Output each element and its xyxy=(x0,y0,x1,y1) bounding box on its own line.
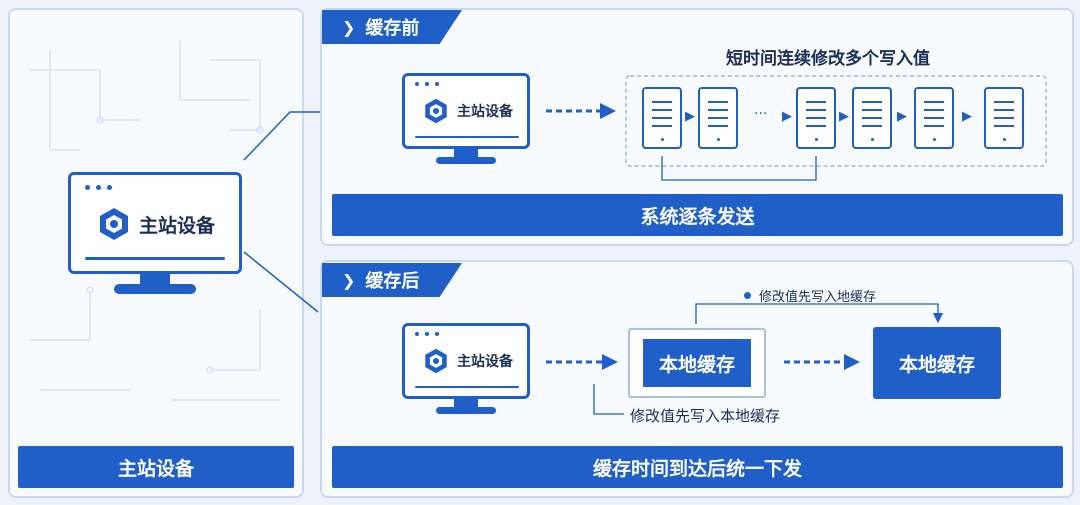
document-icon xyxy=(984,87,1024,149)
window-dots xyxy=(415,82,439,86)
screen-line xyxy=(415,136,519,138)
monitor-label: 主站设备 xyxy=(423,98,513,124)
monitor-screen: 主站设备 xyxy=(68,172,242,274)
screen-line xyxy=(85,257,225,260)
arrow-right-icon: ▶ xyxy=(897,109,907,124)
arrow-right-icon: ▶ xyxy=(782,109,792,124)
ellipsis: ··· xyxy=(754,106,768,122)
after-footer-bar: 缓存时间到达后统一下发 xyxy=(332,446,1063,488)
before-cache-tab: ❯ 缓存前 xyxy=(322,10,462,44)
monitor-neck xyxy=(140,274,170,284)
chevron-right-icon: ❯ xyxy=(342,270,356,290)
monitor-label: 主站设备 xyxy=(97,207,215,241)
left-footer-bar: 主站设备 xyxy=(18,446,294,488)
document-icon xyxy=(852,87,892,149)
top-note-text: 修改值先写入地缓存 xyxy=(759,290,877,305)
monitor-neck xyxy=(454,149,478,157)
local-cache-box-target: 本地缓存 xyxy=(873,327,1001,399)
after-cache-tab: ❯ 缓存后 xyxy=(322,263,462,297)
before-footer-bar: 系统逐条发送 xyxy=(332,194,1063,236)
screen-line xyxy=(415,386,519,388)
document-icon xyxy=(642,87,682,149)
hexagon-logo-icon xyxy=(425,98,447,124)
monitor-base xyxy=(436,407,496,414)
top-note: 修改值先写入地缓存 xyxy=(744,286,876,305)
bottom-note: 修改值先写入本地缓存 xyxy=(630,407,781,425)
window-dots xyxy=(415,332,439,336)
arrow-right-icon: ▶ xyxy=(685,109,695,124)
chevron-right-icon: ❯ xyxy=(342,17,356,37)
monitor-base xyxy=(114,284,196,294)
bullet-dot-icon xyxy=(744,292,751,299)
arrow-right-icon: ▶ xyxy=(839,109,849,124)
document-icon xyxy=(914,87,954,149)
monitor-base xyxy=(436,157,496,164)
monitor-label: 主站设备 xyxy=(423,348,513,374)
arrow-right-icon: ▶ xyxy=(962,109,972,124)
document-icon xyxy=(796,87,836,149)
before-caption: 短时间连续修改多个写入值 xyxy=(726,49,930,69)
local-cache-box: 本地缓存 xyxy=(643,339,751,387)
document-icon xyxy=(698,87,738,149)
hexagon-logo-icon xyxy=(100,208,128,240)
hexagon-logo-icon xyxy=(425,348,447,374)
window-dots xyxy=(85,185,112,190)
monitor-screen: 主站设备 xyxy=(402,323,530,399)
circuit-background xyxy=(30,40,280,401)
monitor-screen: 主站设备 xyxy=(402,73,530,149)
monitor-neck xyxy=(454,399,478,407)
